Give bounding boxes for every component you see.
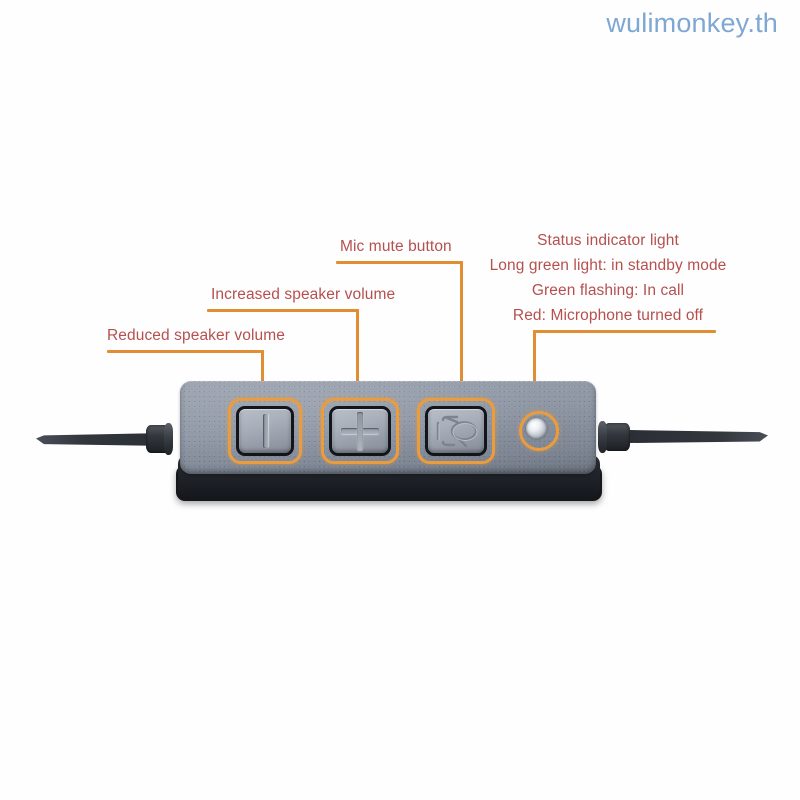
status-indicator-line-1: Long green light: in standby mode (489, 257, 727, 274)
status-indicator-line-3: Red: Microphone turned off (512, 307, 704, 324)
volume-down-highlight-ring (228, 398, 302, 464)
volume-up-highlight-ring (321, 398, 399, 464)
cable-right-strain-relief (604, 423, 630, 451)
plus-icon (341, 412, 379, 450)
leader-line-mic-mute-horizontal (336, 261, 463, 264)
cable-left-collar-ring (164, 423, 173, 455)
leader-line-status-indicator-horizontal (533, 330, 716, 333)
vertical-bar-icon (262, 414, 268, 448)
watermark: wulimonkey.th (606, 8, 778, 38)
cable-left-icon (36, 433, 168, 446)
annotation-increased-speaker-volume: Increased speaker volume (211, 286, 396, 303)
status-led-highlight-ring (519, 411, 559, 451)
status-indicator-title: Status indicator light (537, 232, 679, 249)
mic-mute-icon (436, 415, 478, 448)
leader-line-status-indicator-vertical (533, 330, 536, 423)
volume-down-button[interactable] (236, 406, 294, 456)
status-indicator-line-2: Green flashing: In call (531, 282, 685, 299)
leader-line-increased-speaker-volume-vertical (356, 309, 359, 416)
annotation-status-indicator: Status indicator light Long green light:… (487, 228, 729, 328)
leader-line-reduced-speaker-volume-horizontal (107, 350, 264, 353)
annotation-mic-mute-button: Mic mute button (340, 238, 452, 255)
annotation-reduced-speaker-volume: Reduced speaker volume (107, 327, 285, 344)
leader-line-mic-mute-vertical (460, 261, 463, 416)
leader-line-increased-speaker-volume-horizontal (207, 309, 359, 312)
mic-mute-button[interactable] (425, 406, 487, 456)
cable-right-collar-ring (598, 421, 607, 453)
mic-mute-highlight-ring (417, 398, 495, 464)
status-led (526, 418, 547, 439)
cable-right-icon (630, 430, 768, 443)
volume-up-button[interactable] (329, 406, 391, 456)
